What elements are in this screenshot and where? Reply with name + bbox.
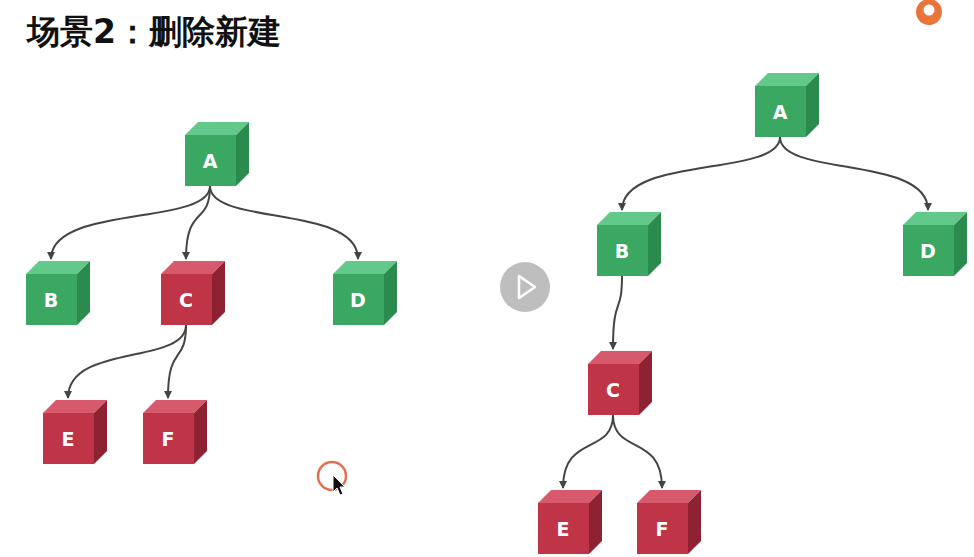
node-letter: C [161,274,211,325]
node-letter: A [755,86,805,137]
tree-node-cube: A [185,122,249,186]
node-letter: A [185,135,235,186]
tree-edge [68,325,186,398]
tree-node-cube: F [143,400,207,464]
tree-edge [210,186,358,259]
tree-node-cube: E [43,400,107,464]
tree-node-cube: E [538,490,602,554]
cube-shape [538,490,602,554]
tree-edge [186,186,210,259]
slide-title: 场景2：删除新建 [27,10,281,55]
node-letter: E [43,413,93,464]
tree-node-cube: C [588,351,652,415]
logo-icon [916,0,942,25]
tree-node-cube: D [333,261,397,325]
cube-shape [161,261,225,325]
cursor [318,462,346,495]
tree-edge [563,415,613,488]
node-letter: F [637,503,687,554]
tree-node-cube: A [755,73,819,137]
node-letter: B [597,225,647,276]
tree-edge [613,415,662,488]
cube-shape [143,400,207,464]
tree-node-cube: D [903,212,967,276]
tree-edge [613,276,622,349]
tree-edge [51,186,210,259]
cube-shape [588,351,652,415]
tree-node-cube: F [637,490,701,554]
node-letter: C [588,364,638,415]
tree-node-cube: B [597,212,661,276]
play-button [500,262,550,312]
tree-edge [168,325,186,398]
cube-shape [637,490,701,554]
node-letter: E [538,503,588,554]
tree-edge [622,137,780,210]
tree-edge [780,137,928,210]
node-letter: D [903,225,953,276]
cube-shape [43,400,107,464]
tree-node-cube: C [161,261,225,325]
node-letter: F [143,413,193,464]
tree-node-cube: B [26,261,90,325]
node-letter: D [333,274,383,325]
node-letter: B [26,274,76,325]
